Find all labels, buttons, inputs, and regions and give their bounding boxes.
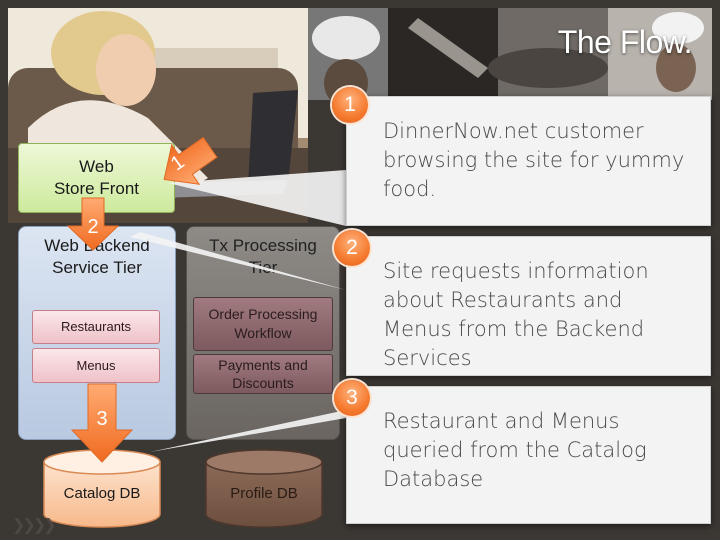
- payments-line1: Payments and: [218, 357, 308, 373]
- step-2-text: Site requests information about Restaura…: [383, 259, 649, 370]
- step-3-text: Restaurant and Menus queried from the Ca…: [383, 409, 647, 491]
- step-2-callout: Site requests information about Restaura…: [346, 236, 711, 376]
- payments-line2: Discounts: [232, 375, 294, 391]
- order-processing-line1: Order Processing: [208, 306, 318, 322]
- payments-service: Payments and Discounts: [193, 354, 333, 394]
- backend-arrow-number: 2: [87, 216, 99, 238]
- web-store-front: Web Store Front: [18, 143, 175, 213]
- db-arrow-number: 3: [96, 408, 108, 430]
- catalog-db-label: Catalog DB: [63, 485, 141, 502]
- slide-title: The Flow.: [557, 24, 693, 60]
- step-1-text: DinnerNow.net customer browsing the site…: [383, 119, 685, 201]
- profile-db-cylinder: [205, 449, 323, 528]
- order-processing-service: Order Processing Workflow: [193, 297, 333, 351]
- chefs-photo: [308, 8, 712, 100]
- db-arrow: [70, 383, 134, 463]
- web-backend-title-line2: Service Tier: [52, 258, 142, 277]
- step-2-badge: 2: [334, 230, 370, 266]
- step-3-badge: 3: [334, 380, 370, 416]
- tx-title-line1: Tx Processing: [209, 236, 317, 255]
- decorative-chevrons: ❯❯❯❯: [12, 515, 57, 534]
- backend-arrow: [66, 197, 120, 251]
- menus-service: Menus: [32, 348, 160, 383]
- step-3-callout: Restaurant and Menus queried from the Ca…: [346, 386, 711, 524]
- profile-db-label: Profile DB: [230, 485, 298, 502]
- restaurants-service: Restaurants: [32, 310, 160, 344]
- step-1-callout: DinnerNow.net customer browsing the site…: [346, 96, 711, 226]
- store-arrow: [163, 136, 218, 185]
- order-processing-line2: Workflow: [234, 325, 292, 341]
- store-front-line2: Store Front: [53, 179, 140, 198]
- step-1-badge: 1: [332, 87, 368, 123]
- store-front-line1: Web: [79, 157, 114, 176]
